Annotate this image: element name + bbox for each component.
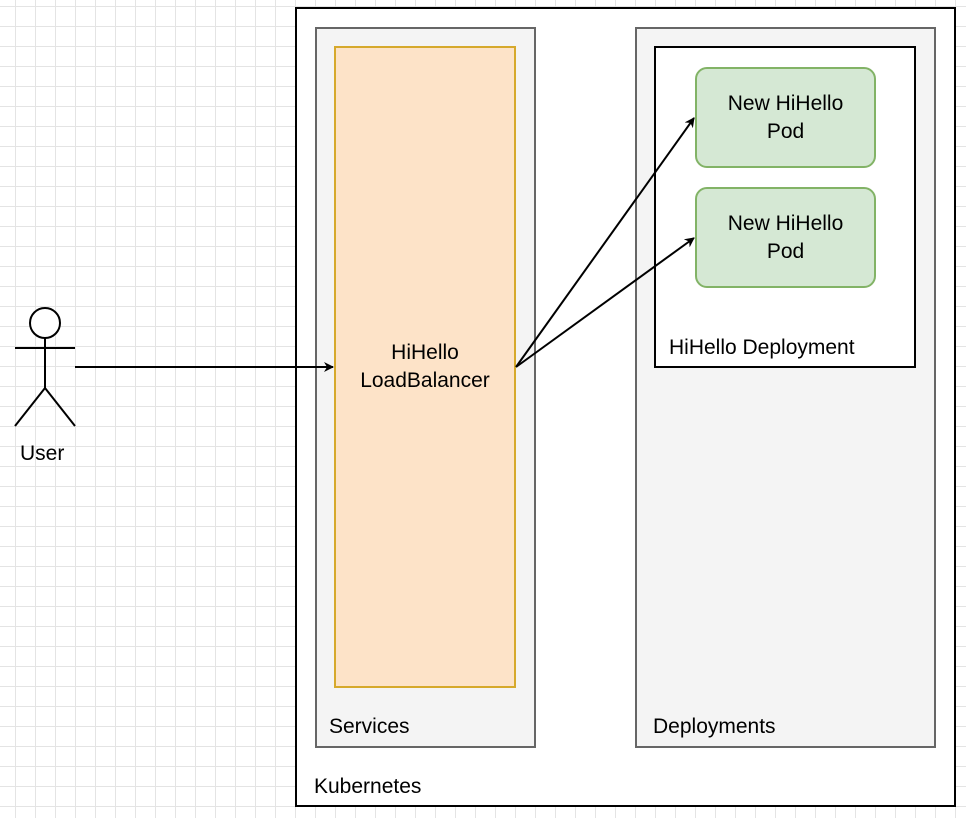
pod-label: New HiHello Pod (697, 210, 874, 266)
deployments-label: Deployments (653, 715, 776, 738)
hihello-deployment-label: HiHello Deployment (669, 336, 855, 359)
pod-label-line2: Pod (766, 119, 805, 143)
kubernetes-label: Kubernetes (314, 775, 422, 798)
user-label: User (20, 442, 65, 465)
load-balancer-label-line1: HiHello (391, 341, 459, 364)
pod-label-line2: Pod (766, 239, 805, 263)
pod-node[interactable]: New HiHello Pod (695, 67, 876, 168)
load-balancer-label: HiHello LoadBalancer (336, 339, 514, 395)
pod-label-line1: New HiHello (727, 91, 844, 115)
pod-node[interactable]: New HiHello Pod (695, 187, 876, 288)
load-balancer-node[interactable]: HiHello LoadBalancer (334, 46, 516, 688)
load-balancer-to-pod-arrow[interactable] (515, 117, 695, 368)
services-label: Services (329, 715, 410, 738)
load-balancer-to-pod-arrow[interactable] (515, 237, 695, 368)
user-actor-icon[interactable] (14, 307, 76, 427)
load-balancer-label-line2: LoadBalancer (360, 369, 490, 392)
pod-label-line1: New HiHello (727, 211, 844, 235)
pod-label: New HiHello Pod (697, 90, 874, 146)
